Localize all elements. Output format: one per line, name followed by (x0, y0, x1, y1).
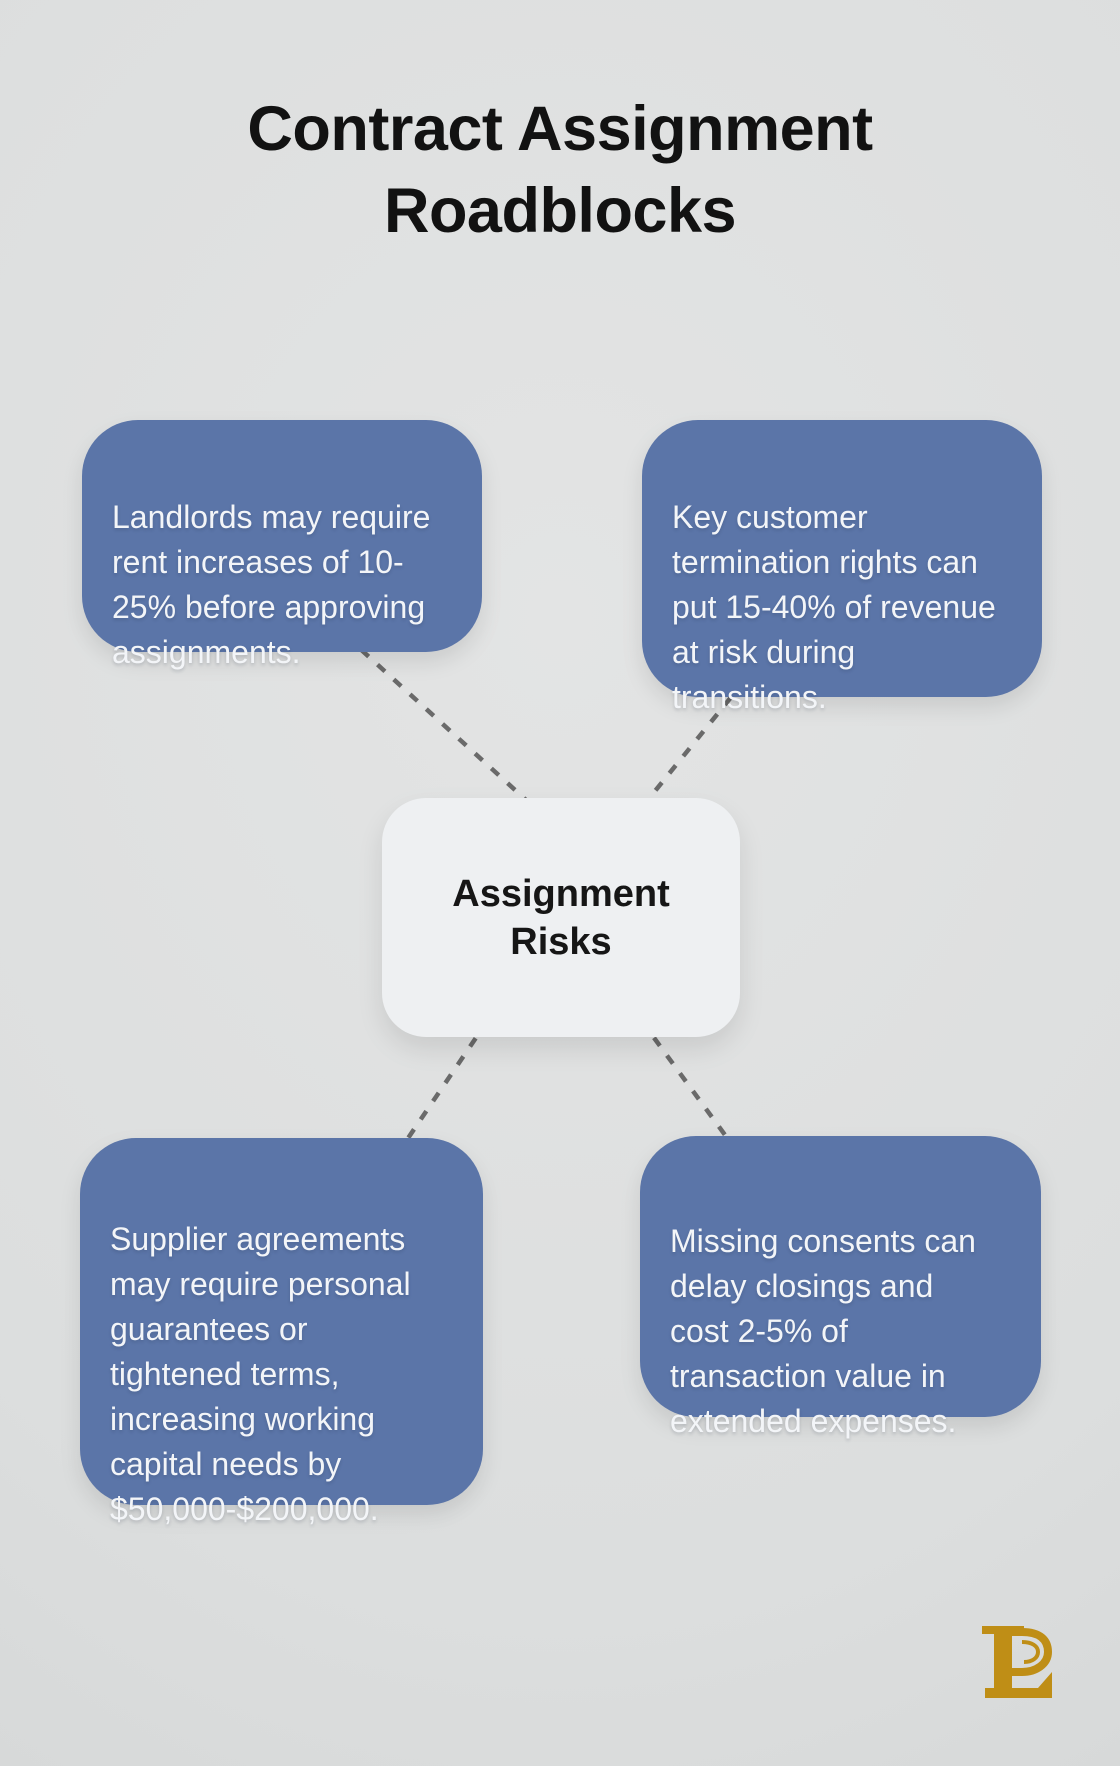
risk-card-bottom-right-text: Missing consents can delay closings and … (670, 1223, 976, 1439)
connector-bottom-right-line (639, 1018, 738, 1152)
risk-card-top-left: Landlords may require rent increases of … (82, 420, 482, 670)
center-node: Assignment Risks (382, 798, 740, 1037)
page-title: Contract Assignment Roadblocks (247, 94, 873, 246)
connector-top-left-line (343, 633, 539, 812)
connector-bottom-left-line (398, 1018, 490, 1152)
connector-top-right-line (636, 678, 747, 814)
risk-card-top-right: Key customer termination rights can put … (642, 420, 1042, 715)
risk-card-bottom-right: Missing consents can delay closings and … (640, 1136, 1041, 1439)
lp-monogram-logo-icon: LP (982, 1626, 1054, 1706)
risk-card-top-right-text: Key customer termination rights can put … (672, 499, 996, 715)
risk-card-bottom-left: Supplier agreements may require personal… (80, 1138, 483, 1527)
risk-card-bottom-left-text: Supplier agreements may require personal… (110, 1221, 411, 1527)
risk-card-top-left-text: Landlords may require rent increases of … (112, 499, 431, 670)
center-node-label: Assignment Risks (452, 872, 670, 963)
